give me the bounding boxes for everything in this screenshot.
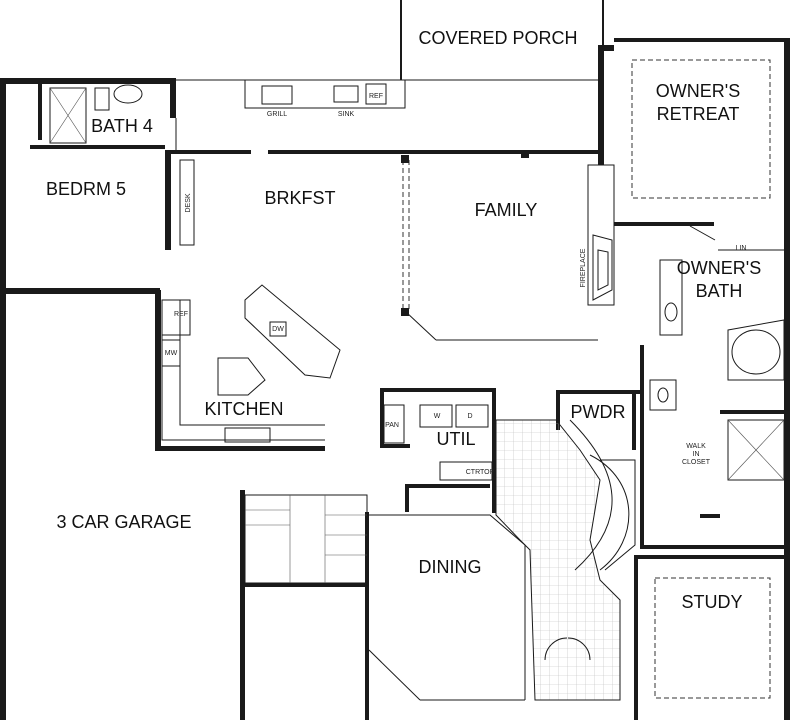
porch-fixtures (261, 83, 387, 105)
label-family: FAMILY (475, 200, 538, 220)
foyer-tile (495, 419, 621, 701)
room-labels: COVERED PORCH OWNER'S RETREAT BATH 4 BED… (46, 28, 761, 612)
label-pwdr: PWDR (571, 402, 626, 422)
label-dining: DINING (419, 557, 482, 577)
label-ref-kitchen: REF (174, 311, 188, 318)
label-bath-4: BATH 4 (91, 116, 153, 136)
label-ref-porch: REF (369, 93, 383, 100)
label-owners-retreat-2: RETREAT (657, 104, 740, 124)
owners-bath-fixtures (649, 225, 785, 481)
label-covered-porch: COVERED PORCH (418, 28, 577, 48)
label-desk: DESK (185, 193, 192, 212)
label-walk-in-closet-3: CLOSET (682, 459, 711, 466)
label-owners-bath-2: BATH (696, 281, 743, 301)
label-owners-bath-1: OWNER'S (677, 258, 761, 278)
label-ctrtop: CTRTOP (466, 469, 495, 476)
label-fireplace: FIREPLACE (580, 248, 587, 287)
label-mw: MW (165, 350, 178, 357)
curved-stair (569, 419, 636, 571)
label-garage: 3 CAR GARAGE (56, 512, 191, 532)
dining-outline (368, 514, 526, 701)
label-grill: GRILL (267, 111, 287, 118)
owners-retreat-tray (631, 59, 771, 199)
label-sink: SINK (338, 111, 355, 118)
label-util: UTIL (436, 429, 475, 449)
label-washer: W (434, 413, 441, 420)
label-walk-in-closet-1: WALK (686, 443, 706, 450)
garage-stair (244, 494, 368, 584)
fixture-labels: GRILL SINK REF DESK REF MW DW PAN W D CT… (165, 93, 747, 476)
label-dryer: D (467, 413, 472, 420)
porch-outline (175, 79, 602, 150)
study-tray (654, 577, 771, 699)
label-kitchen: KITCHEN (204, 399, 283, 419)
util-fixtures (383, 404, 493, 481)
fireplace (587, 164, 615, 306)
desk (179, 159, 195, 246)
label-owners-retreat-1: OWNER'S (656, 81, 740, 101)
family-room-outline (401, 150, 598, 341)
label-pan: PAN (385, 422, 399, 429)
label-bedrm-5: BEDRM 5 (46, 179, 126, 199)
bath4-fixtures (49, 84, 143, 144)
entry-doors (544, 637, 591, 661)
label-walk-in-closet-2: IN (693, 451, 700, 458)
label-brkfst: BRKFST (264, 188, 335, 208)
label-dw: DW (272, 326, 284, 333)
kitchen-fixtures (161, 284, 341, 443)
label-lin: LIN (736, 245, 747, 252)
label-study: STUDY (681, 592, 742, 612)
